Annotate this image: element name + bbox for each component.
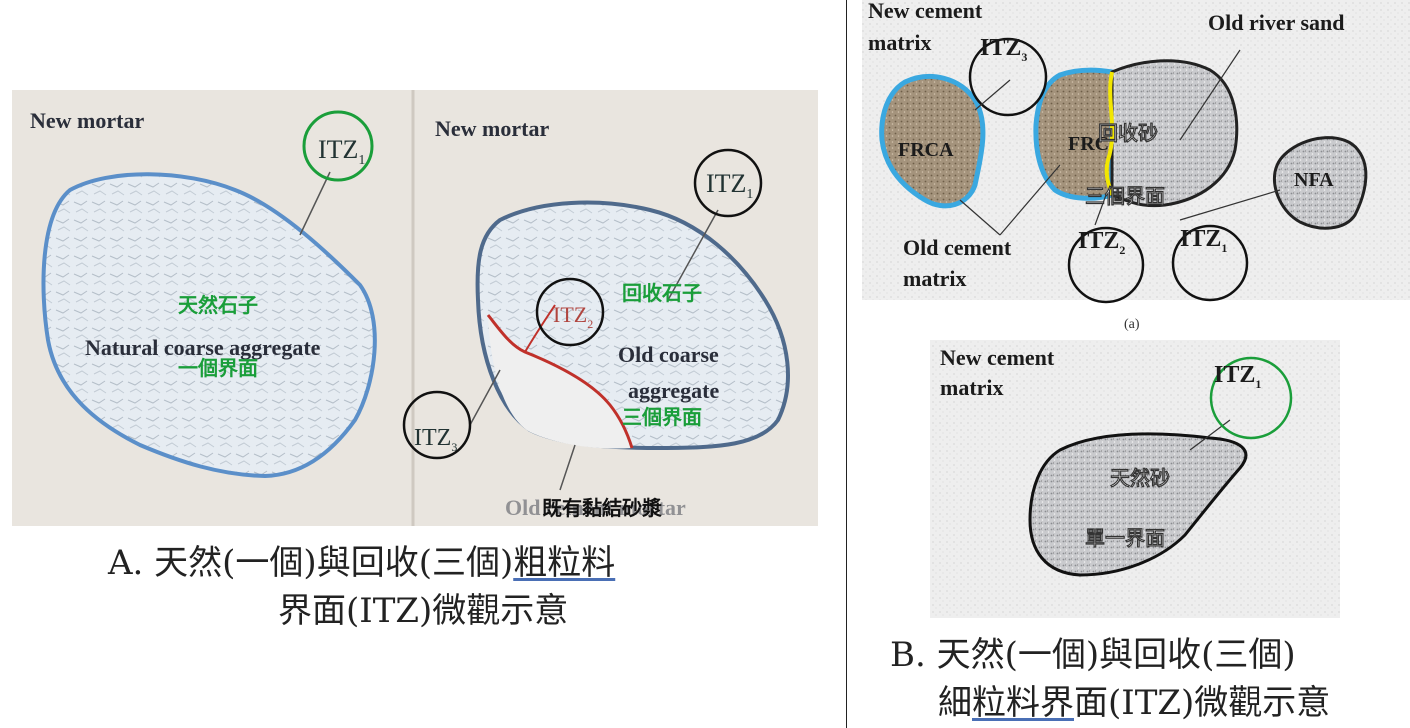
b-top-zh-sand: 回收砂 [1098, 121, 1158, 145]
itz3-top-circle [968, 37, 1048, 117]
b-top-fig-label: (a) [1124, 317, 1140, 332]
b-top-frca: FRCA [898, 139, 954, 161]
itz3-top-leader [974, 79, 1011, 111]
b-top-frc: FRC [1068, 133, 1109, 155]
caption-a-line2: 界面(ITZ)微觀示意 [278, 591, 569, 631]
zh-one-interface: 一個界面 [178, 357, 258, 380]
old-mortar-label-zh: 既有黏結砂漿 [542, 496, 663, 520]
caption-b-aggregate: 粒料界 [972, 683, 1074, 723]
itz3-label: ITZ3 [414, 425, 457, 454]
itz2-circle [535, 277, 605, 347]
itz1-top-leader [1179, 189, 1281, 221]
b-top-old-matrix-1: Old cement [903, 235, 1012, 260]
old-coarse-label-1: Old coarse [618, 342, 719, 367]
caption-b-line1: B. 天然(一個)與回收(三個) [890, 632, 1296, 678]
frca-shape [879, 73, 986, 209]
natural-aggregate-label: Natural coarse aggregate [85, 335, 321, 360]
itz1-right-leader [667, 209, 719, 301]
itz1-top-circle [1171, 224, 1249, 302]
itz1-left-circle [302, 110, 374, 182]
old-coarse-label-2: aggregate [628, 378, 719, 403]
itz2-top-circle [1067, 226, 1145, 304]
zh-natural-stone: 天然石子 [178, 293, 258, 317]
b-bottom-zh-sand: 天然砂 [1110, 466, 1170, 490]
caption-a-text1: 天然(一個)與回收(三個) [154, 543, 514, 583]
old-mortar-label-en: Old cement mortar [505, 495, 686, 520]
b-top-new-matrix-2: matrix [868, 30, 932, 55]
b-bottom-new-matrix-2: matrix [940, 375, 1004, 400]
itz1-right-label: ITZ1 [706, 169, 753, 202]
caption-a-line1: A. 天然(一個)與回收(三個)粗粒料 [108, 540, 615, 586]
itz1-left-label: ITZ1 [318, 135, 365, 168]
b-top-old-matrix-2: matrix [903, 266, 967, 291]
itz1-bottom-circle [1209, 356, 1293, 440]
old-sand-leader [1179, 49, 1241, 141]
itz2-label: ITZ2 [553, 302, 593, 331]
old-matrix-leader-1 [959, 199, 1001, 236]
old-mortar-region [488, 315, 632, 449]
nfa-shape [1272, 136, 1368, 230]
b-top-old-sand: Old river sand [1208, 10, 1345, 35]
itz3-circle [402, 390, 472, 460]
b-top-itz3: ITZ3 [980, 35, 1027, 64]
caption-b-line2: 細粒料界面(ITZ)微觀示意 [938, 680, 1330, 726]
b-bottom-new-matrix-1: New cement [940, 345, 1055, 370]
old-river-sand-shape [1110, 59, 1239, 208]
caption-b-rest: 面(ITZ)微觀示意 [1074, 683, 1331, 723]
itz1-bottom-leader [1189, 419, 1231, 451]
vertical-divider [846, 0, 847, 728]
new-mortar-left: New mortar [30, 108, 144, 133]
old-mortar-leader [559, 444, 576, 491]
natural-sand-shape [1028, 432, 1248, 577]
itz1-left-leader [299, 171, 331, 236]
old-matrix-leader-2 [999, 164, 1061, 236]
b-top-itz2: ITZ2 [1078, 228, 1125, 257]
zh-recycled-stone: 回收石子 [622, 281, 702, 305]
b-bottom-itz1: ITZ1 [1214, 362, 1261, 391]
itz2-red-interface [486, 314, 634, 449]
caption-a-prefix: A. [108, 543, 155, 583]
b-top-new-matrix-1: New cement [868, 0, 983, 23]
zh-three-interfaces: 三個界面 [622, 406, 702, 429]
b-top-itz1: ITZ1 [1180, 226, 1227, 255]
caption-b-fine: 細 [938, 683, 972, 723]
itz1-right-circle [693, 148, 763, 218]
itz3-leader [469, 369, 501, 426]
b-top-nfa: NFA [1294, 169, 1334, 191]
caption-b-prefix: B. [890, 635, 937, 675]
b-bottom-zh-interface: 單一界面 [1085, 527, 1165, 550]
new-mortar-right: New mortar [435, 116, 549, 141]
itz2-top-leader [1094, 194, 1107, 226]
yellow-interface [1104, 71, 1115, 196]
caption-a-coarse: 粗粒料 [513, 543, 616, 583]
frc-shape [1033, 67, 1115, 201]
b-top-zh-interfaces: 三個界面 [1085, 185, 1165, 208]
caption-b-text1: 天然(一個)與回收(三個) [936, 635, 1296, 675]
natural-aggregate-shape [41, 172, 377, 479]
